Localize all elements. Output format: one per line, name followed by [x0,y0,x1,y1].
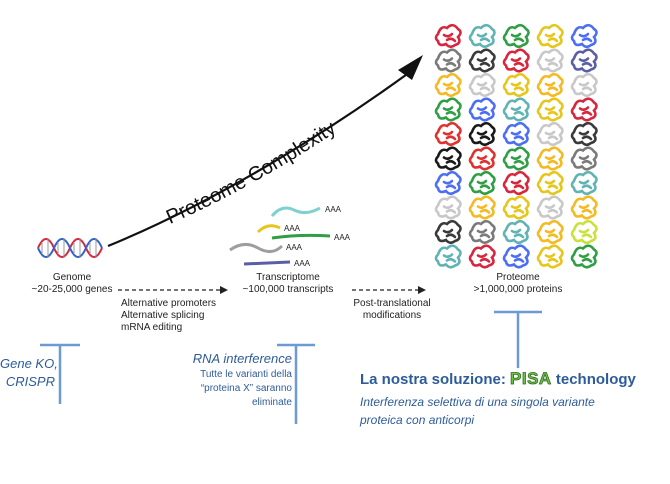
protein-blob-icon [570,97,598,122]
polya-tail-1: AAA [325,205,342,214]
protein-blob-icon [434,48,462,73]
protein-blob-icon [502,170,530,196]
protein-blob-icon [502,97,530,122]
protein-blob-icon [536,195,564,220]
solution-block: La nostra soluzione: PISA technology Int… [360,369,636,429]
inhibitor-bar-gene-ko [40,343,80,404]
solution-prefix: La nostra soluzione: [360,371,511,388]
step1-label: Alternative promoters Alternative splici… [121,298,216,334]
protein-blob-icon [468,170,496,196]
protein-blob-icon [502,121,530,147]
protein-blob-icon [468,72,496,98]
protein-blob-icon [434,244,462,269]
protein-blob-icon [536,146,564,171]
protein-blob-icon [434,121,462,147]
protein-blob-icon [536,72,564,98]
polya-tail-4: AAA [286,243,303,252]
genome-label: Genome ~20-25,000 genes [22,272,122,296]
rna-interference-line-2: “proteina X” saranno [200,383,292,394]
transcriptome-count: ~100,000 transcripts [242,284,334,295]
gene-ko-block: Gene KO, CRISPR [0,355,57,391]
protein-blob-icon [502,195,530,220]
polya-tail-2: AAA [284,224,301,233]
protein-blob-icon [502,23,530,49]
pisa-logo: PISA [510,369,552,389]
protein-blob-icon [570,146,598,171]
protein-blob-icon [502,72,530,98]
protein-blob-icon [536,219,564,245]
rna-interference-line-3: eliminate [251,397,292,408]
proteome-title: Proteome [496,272,540,283]
step2-line-2: modifications [362,310,422,321]
protein-blob-icon [536,244,564,269]
step1-line-1: Alternative promoters [121,298,217,309]
protein-blob-icon [536,170,564,196]
protein-blob-icon [536,23,564,49]
solution-heading: La nostra soluzione: PISA technology [360,369,636,390]
protein-blob-icon [570,170,598,196]
transcript-strands-icon [229,206,331,266]
protein-blob-icon [570,48,598,73]
protein-blob-icon [536,48,564,73]
step2-line-1: Post-translational [353,298,431,309]
protein-blob-icon [434,195,462,220]
transcriptome-label: Transcriptome ~100,000 transcripts [230,272,346,296]
dashed-arrow-1 [118,286,228,294]
protein-blob-icon [434,170,462,196]
protein-blob-icon [536,121,564,147]
protein-blob-icon [502,219,530,245]
complexity-curve [107,71,411,248]
protein-blob-icon [570,121,598,147]
dna-helix-icon [37,238,103,258]
rna-interference-title: RNA interference [192,351,292,366]
inhibitor-bar-rna-interference [277,343,315,424]
protein-blob-icon [468,219,496,245]
protein-blob-icon [468,146,496,171]
dashed-arrow-2 [352,286,426,294]
protein-blob-icon [570,72,598,98]
solution-line-1: Interferenza selettiva di una singola va… [360,395,595,409]
protein-blob-icon [502,146,530,171]
protein-blob-icon [434,146,462,171]
solution-line-2: proteica con anticorpi [360,413,475,427]
protein-blob-icon [434,23,462,49]
arrow-head [398,55,423,80]
rna-interference-block: RNA interference Tutte le varianti della… [150,350,292,410]
step1-line-3: mRNA editing [121,322,183,333]
protein-blob-icon [468,48,496,73]
protein-blob-icon [570,244,598,269]
genome-title: Genome [52,272,92,283]
protein-blob-icon [502,244,530,269]
protein-blob-icon [468,195,496,220]
protein-blob-icon [502,48,530,73]
protein-blob-icon [434,219,462,245]
step1-line-2: Alternative splicing [121,310,205,321]
transcriptome-title: Transcriptome [256,272,320,283]
rna-interference-line-1: Tutte le varianti della [200,369,292,380]
proteome-label: Proteome >1,000,000 proteins [466,272,570,296]
gene-ko-line-1: Gene KO, [0,356,57,371]
protein-grid [434,23,598,269]
polya-tail-5: AAA [294,259,311,268]
proteome-count: >1,000,000 proteins [473,284,563,295]
protein-blob-icon [434,72,462,98]
gene-ko-line-2: CRISPR [5,374,55,389]
step2-label: Post-translational modifications [350,298,434,322]
protein-blob-icon [570,23,598,49]
genome-count: ~20-25,000 genes [31,284,113,295]
protein-blob-icon [570,219,598,245]
solution-suffix: technology [551,371,636,388]
inhibitor-bar-pisa [494,310,542,368]
protein-blob-icon [434,97,462,122]
protein-blob-icon [468,23,496,49]
protein-blob-icon [468,97,496,122]
protein-blob-icon [468,244,496,269]
protein-blob-icon [536,97,564,122]
polya-tail-3: AAA [334,233,351,242]
protein-blob-icon [570,195,598,220]
protein-blob-icon [468,121,496,147]
